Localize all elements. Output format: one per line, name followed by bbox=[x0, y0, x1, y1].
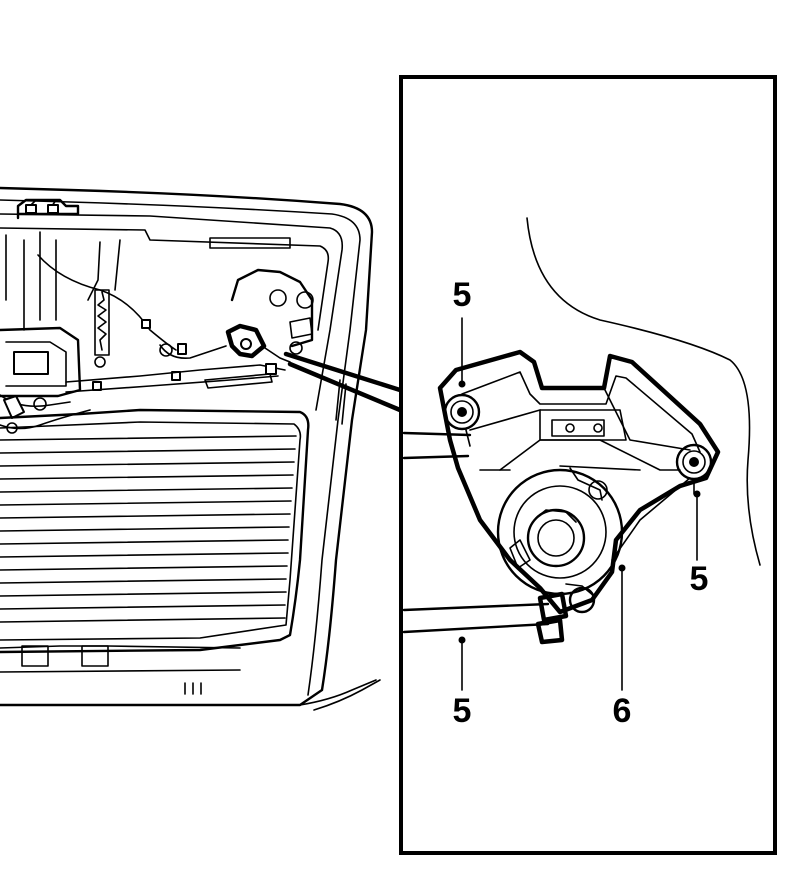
bolt-right bbox=[675, 443, 713, 495]
bolt-upper-left bbox=[443, 393, 481, 447]
callout-5-right: 5 bbox=[690, 560, 709, 598]
leader-line-lower bbox=[287, 361, 403, 413]
rod-upper bbox=[402, 431, 472, 437]
callout-6-bottom-right: 6 bbox=[613, 692, 632, 730]
callout-5-top-left: 5 bbox=[453, 276, 472, 314]
rod-lower bbox=[402, 602, 550, 612]
body-panel-curve bbox=[526, 217, 761, 566]
detail-inset: 5 5 5 6 bbox=[399, 75, 777, 855]
callout-5-bottom-left: 5 bbox=[453, 692, 472, 730]
lock-cylinder bbox=[496, 467, 624, 596]
defrost-lines bbox=[0, 435, 297, 623]
tailgate-overview bbox=[0, 186, 381, 711]
leader-line-upper bbox=[283, 351, 403, 393]
